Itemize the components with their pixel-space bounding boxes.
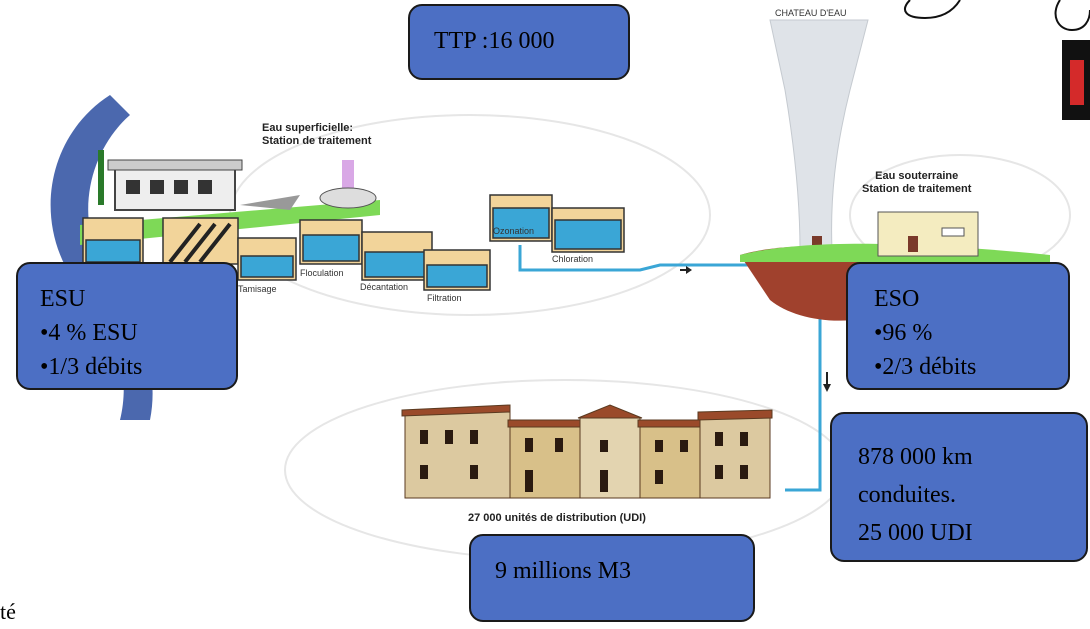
network-length: 878 000 km	[858, 444, 973, 470]
ground-title-line2: Station de traitement	[862, 183, 972, 195]
volume-text: 9 millions M3	[495, 558, 632, 584]
water-tower-icon	[769, 19, 869, 252]
surface-title-line2: Station de traitement	[262, 135, 372, 147]
groundwater-building-icon	[877, 211, 979, 257]
water-tower-label: CHATEAU D'EAU	[775, 8, 847, 18]
step-basins	[82, 194, 625, 291]
eso-share: •96 %	[874, 320, 933, 346]
character-fragment-icon	[904, 0, 1090, 120]
corner-text-fragment: té	[0, 599, 16, 624]
eso-flow: •2/3 débits	[874, 354, 977, 380]
eso-title: ESO	[874, 286, 920, 312]
treatment-building-icon	[98, 150, 300, 211]
esu-box: ESU •4 % ESU •1/3 débits	[16, 262, 238, 390]
surface-title-line1: Eau superficielle:	[262, 122, 354, 134]
step-label-decantation: Décantation	[360, 282, 409, 292]
eso-box: ESO •96 % •2/3 débits	[846, 262, 1070, 390]
network-box: 878 000 km conduites. 25 000 UDI	[830, 412, 1088, 562]
step-label-filtration: Filtration	[427, 293, 462, 303]
ttp-box: TTP :16 000	[408, 4, 630, 80]
esu-share: •4 % ESU	[40, 320, 138, 346]
esu-title: ESU	[40, 286, 86, 312]
step-label-ozonation: Ozonation	[493, 226, 535, 236]
water-pipe-down	[785, 270, 822, 492]
step-label-tamisage: Tamisage	[238, 284, 277, 294]
houses-icon	[401, 404, 773, 499]
udi-caption: 27 000 unités de distribution (UDI)	[468, 512, 646, 524]
volume-box: 9 millions M3	[469, 534, 755, 622]
step-label-floculation: Floculation	[300, 268, 344, 278]
network-conduits: conduites.	[858, 482, 956, 508]
water-pipe-top	[518, 245, 750, 272]
esu-flow: •1/3 débits	[40, 354, 143, 380]
ttp-text: TTP :16 000	[434, 28, 555, 54]
tanks-icon	[319, 160, 377, 209]
network-udi: 25 000 UDI	[858, 520, 973, 546]
surface-station-title: Eau superficielle: Station de traitement	[262, 122, 371, 148]
ground-station-title: Eau souterraine Station de traitement	[862, 170, 971, 196]
step-label-chloration: Chloration	[552, 254, 594, 264]
ground-title-line1: Eau souterraine	[875, 170, 959, 182]
